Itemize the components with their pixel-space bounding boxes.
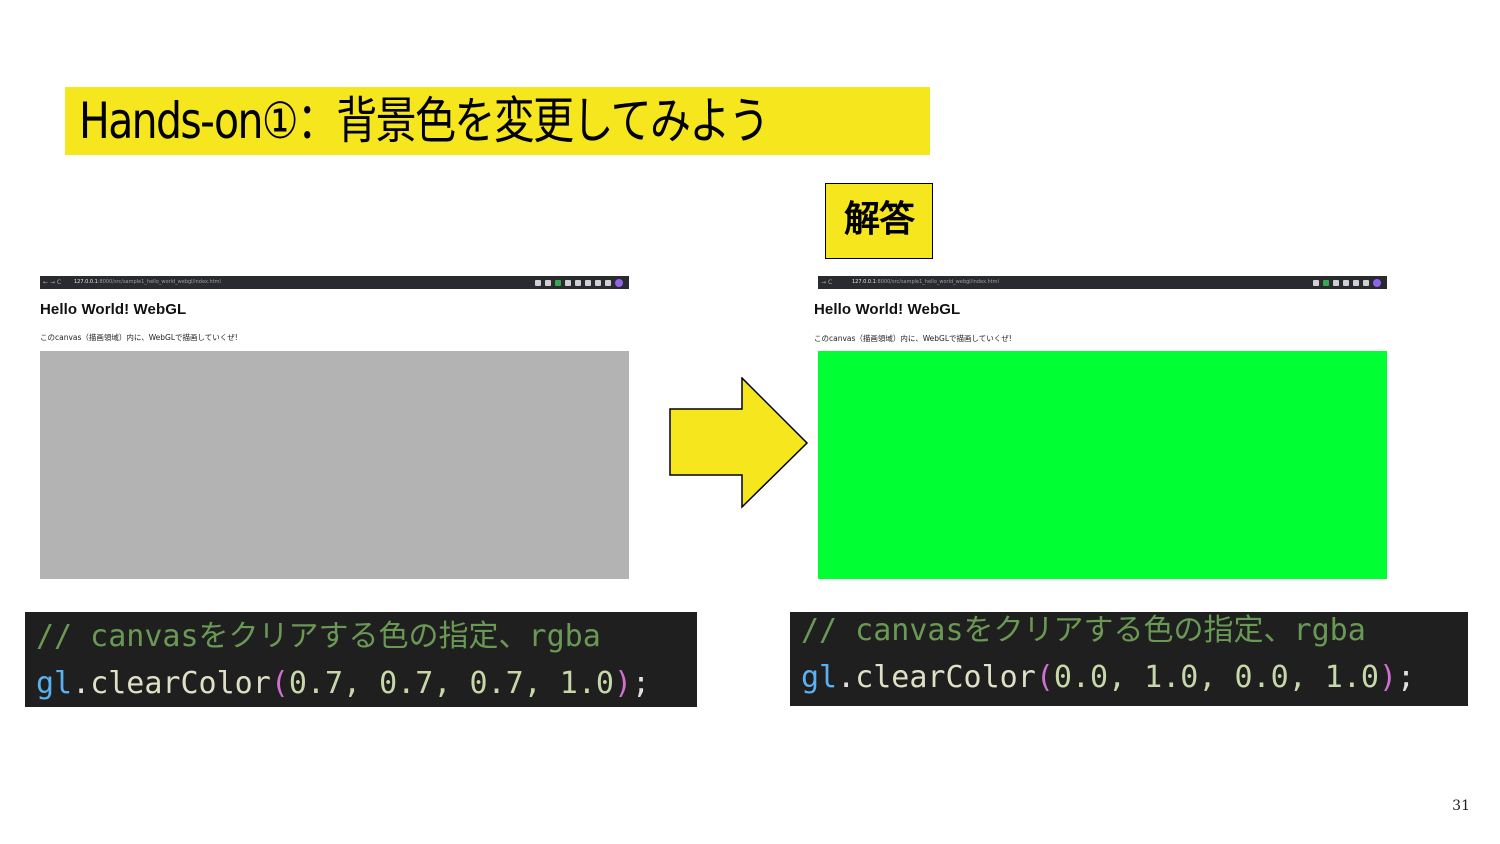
after-browser-screenshot: → C 127.0.0.1:8000/src/sample1_hello_wor…: [814, 276, 1387, 579]
code-comment: // canvasをクリアする色の指定、rgba: [801, 613, 1366, 648]
after-code-block: // canvasをクリアする色の指定、rgba gl.clearColor(0.…: [790, 612, 1468, 706]
slide-title: Hands-on①：背景色を変更してみよう: [79, 92, 770, 150]
page-heading: Hello World! WebGL: [40, 301, 187, 318]
code-comment: // canvasをクリアする色の指定、rgba: [36, 619, 601, 654]
url-text: 127.0.0.1:8000/src/sample1_hello_world_w…: [74, 279, 221, 285]
address-bar: → C 127.0.0.1:8000/src/sample1_hello_wor…: [818, 276, 1387, 289]
browser-nav-icons: ← → C: [43, 276, 61, 289]
browser-toolbar-icons: [535, 278, 623, 287]
page-heading: Hello World! WebGL: [814, 301, 961, 318]
code-line: gl.clearColor(0.0, 1.0, 0.0, 1.0);: [801, 660, 1416, 695]
page-description: このcanvas（描画領域）内に、WebGLで描画していくぜ!: [40, 333, 238, 342]
code-line: gl.clearColor(0.7, 0.7, 0.7, 1.0);: [36, 666, 651, 701]
browser-nav-icons: → C: [821, 276, 832, 289]
arrow-right-icon: [669, 377, 809, 509]
before-browser-screenshot: ← → C 127.0.0.1:8000/src/sample1_hello_w…: [40, 276, 629, 579]
browser-toolbar-icons: [1313, 278, 1381, 287]
slide-page-number: 31: [1452, 798, 1470, 814]
forward-icon: →: [49, 279, 55, 286]
reload-icon: C: [56, 279, 62, 286]
forward-icon: →: [821, 279, 827, 286]
answer-label: 解答: [843, 199, 915, 240]
webgl-canvas-gray: [40, 351, 629, 579]
address-bar: ← → C 127.0.0.1:8000/src/sample1_hello_w…: [40, 276, 629, 289]
webgl-canvas-green: [818, 351, 1387, 579]
reload-icon: C: [827, 279, 833, 286]
slide-title-box: Hands-on①：背景色を変更してみよう: [65, 87, 930, 155]
answer-label-box: 解答: [825, 183, 933, 259]
back-icon: ←: [43, 279, 49, 286]
page-description: このcanvas（描画領域）内に、WebGLで描画していくぜ!: [814, 334, 1012, 343]
url-text: 127.0.0.1:8000/src/sample1_hello_world_w…: [852, 279, 999, 285]
before-code-block: // canvasをクリアする色の指定、rgba gl.clearColor(0.…: [25, 612, 697, 707]
